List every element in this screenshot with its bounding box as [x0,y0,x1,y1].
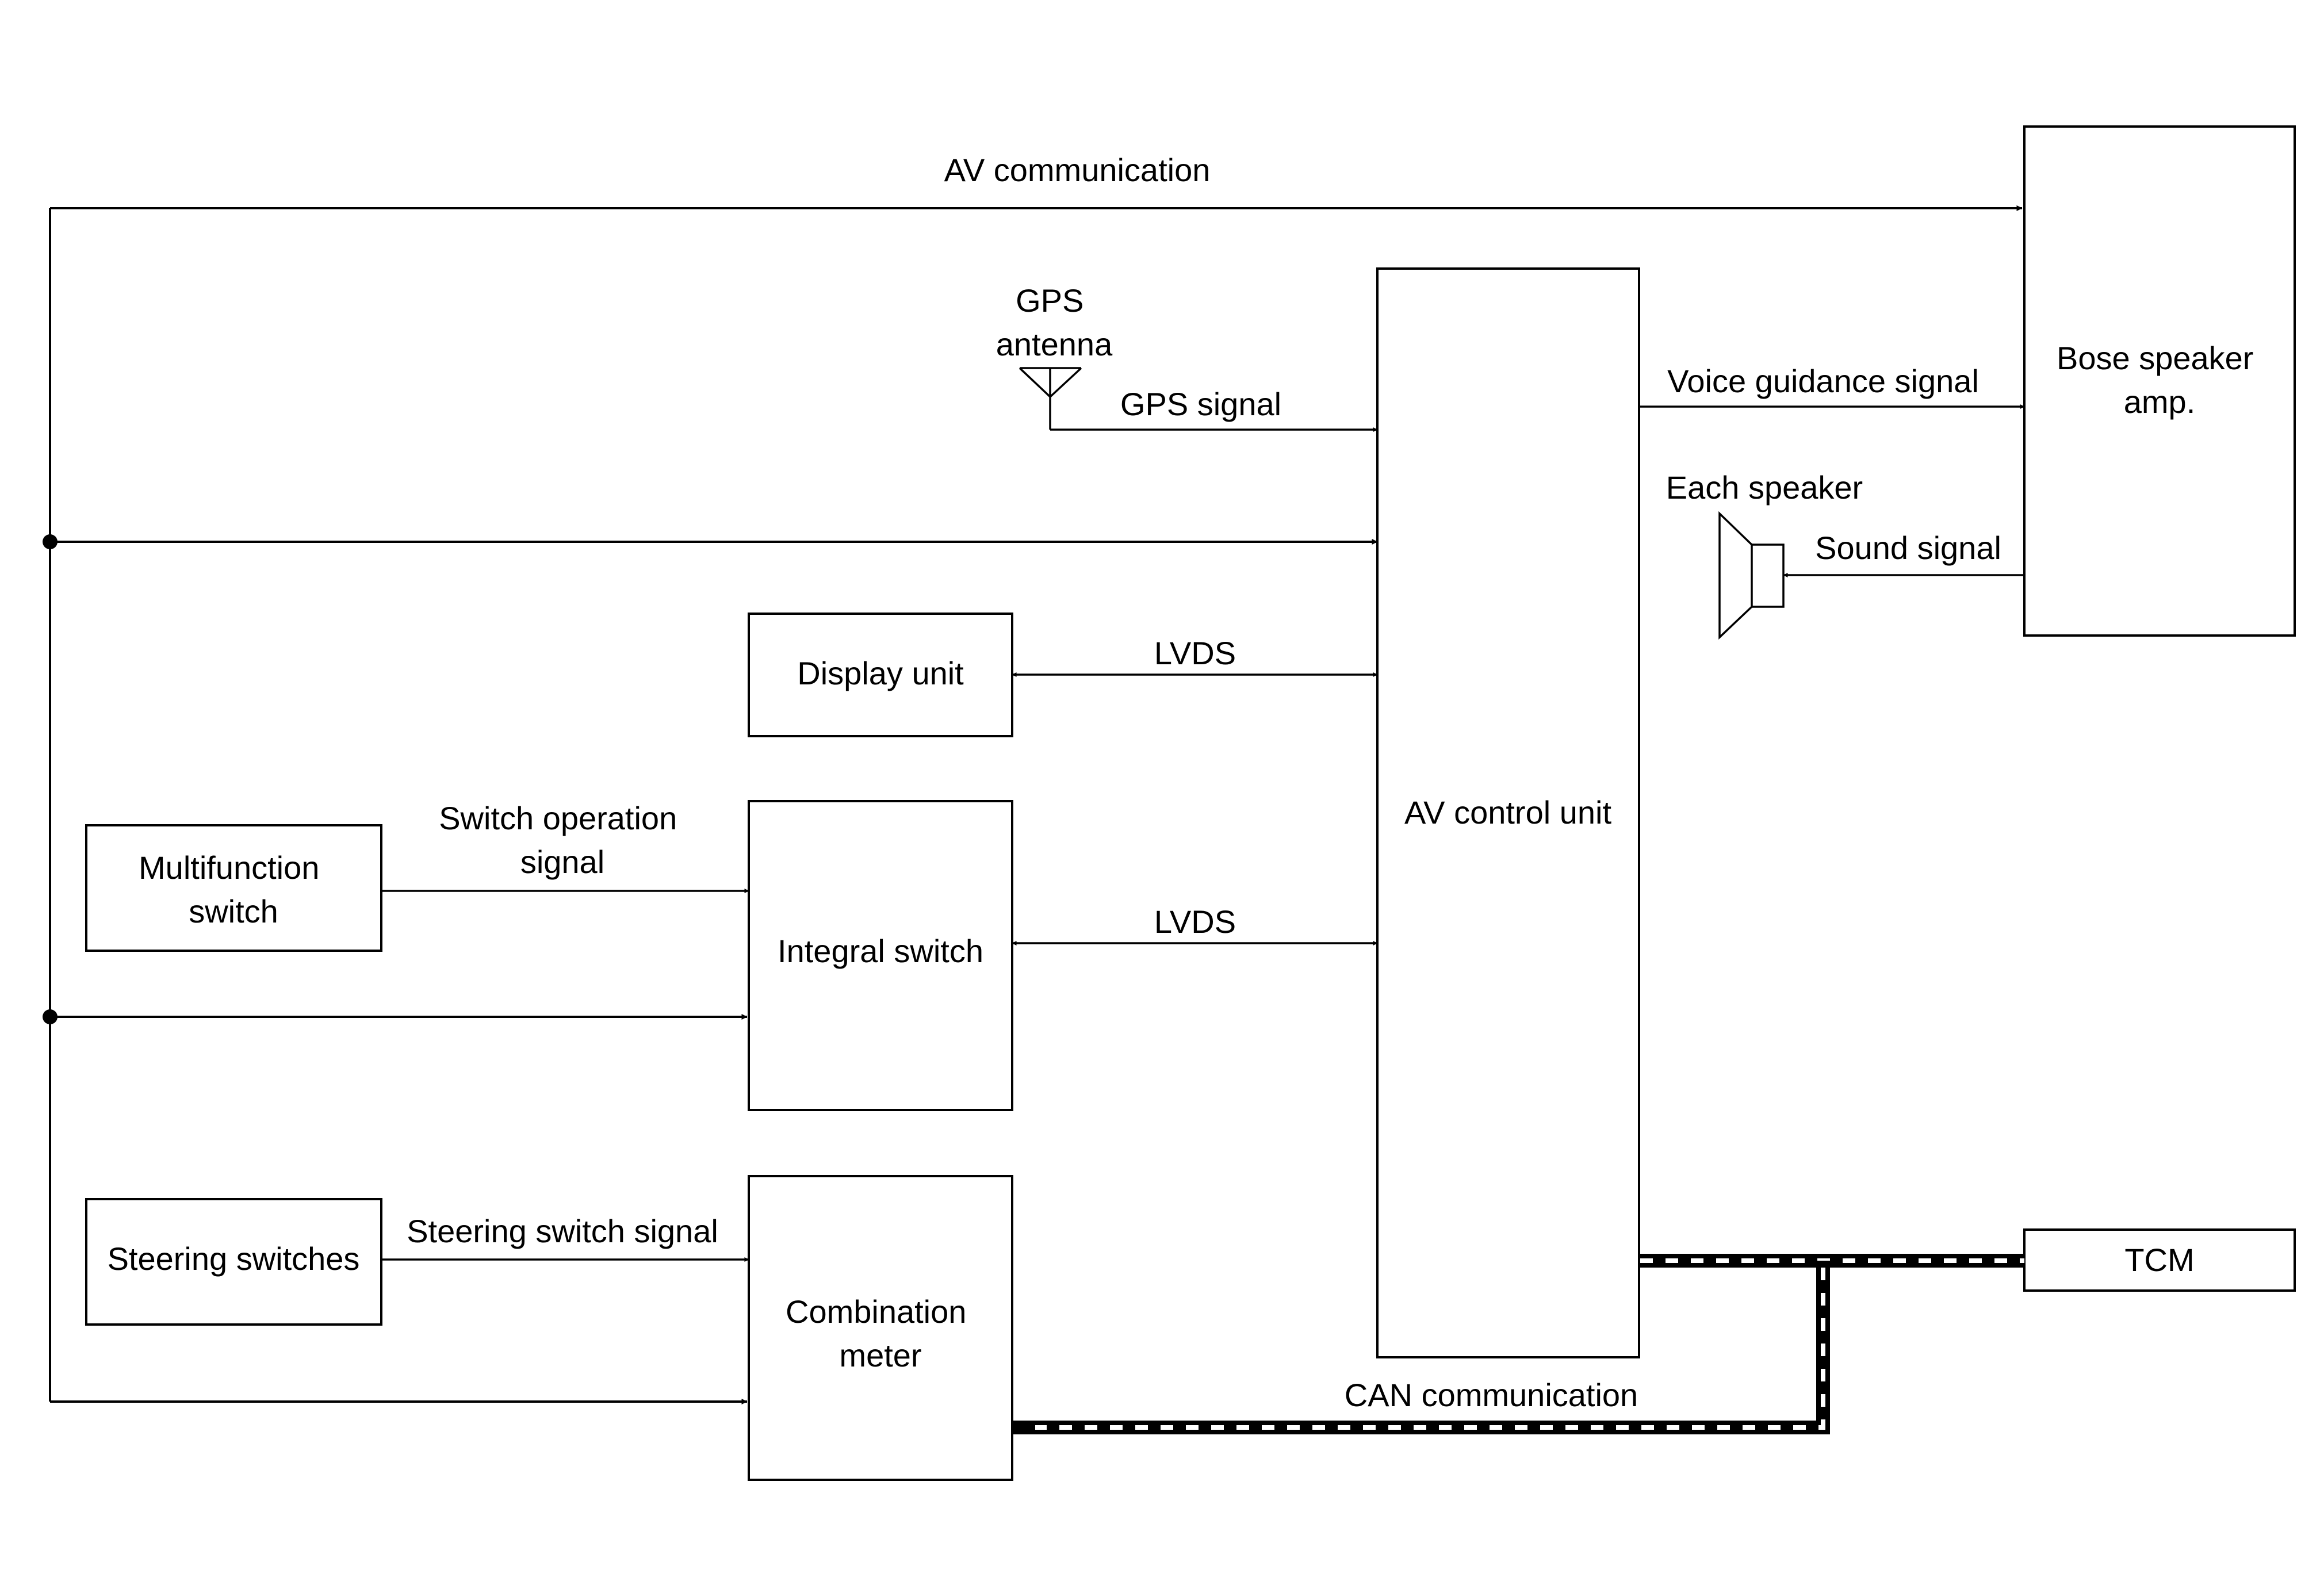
bose-amp-line1: Bose speaker [2057,340,2253,376]
multifunction-switch-line2: switch [189,893,278,929]
svg-text:Switch operation signal: Switch operation signal [439,800,686,880]
av-bus [43,205,2023,1404]
bose-amp-line2: amp. [2124,384,2196,420]
multifunction-switch-line1: Multifunction [139,849,319,886]
integral-switch-label: Integral switch [778,933,983,969]
sound-signal-label: Sound signal [1815,530,2001,566]
switch-operation-line1: Switch operation [439,800,677,836]
speaker-icon [1718,511,1785,640]
gps-antenna-line2: antenna [996,326,1113,362]
voice-guidance-label: Voice guidance signal [1667,363,1979,399]
combination-meter-block: Combination meter [748,1175,1013,1481]
steering-switches-label: Steering switches [108,1241,360,1277]
gps-antenna [1019,367,1378,432]
display-unit-block: Display unit [748,613,1013,737]
can-communication-label: CAN communication [1345,1377,1638,1413]
tcm-label: TCM [2124,1242,2194,1278]
svg-text:Multifunction switch: Multifunction switch [139,849,328,929]
svg-text:Combination meter: Combination meter [786,1293,975,1373]
av-control-unit-block: AV control unit [1376,267,1640,1358]
multifunction-switch-block: Multifunction switch [85,824,382,952]
lvds-integral-label: LVDS [1154,904,1236,940]
av-communication-label: AV communication [944,152,1211,188]
gps-signal-label: GPS signal [1120,386,1281,422]
can-bus [1013,1254,2025,1434]
steering-switches-block: Steering switches [85,1198,382,1326]
gps-antenna-line1: GPS [1016,282,1083,319]
each-speaker-label: Each speaker [1666,469,1863,506]
av-control-unit-label: AV control unit [1404,794,1611,830]
tcm-block: TCM [2023,1228,2296,1292]
display-unit-label: Display unit [797,655,964,691]
svg-text:Bose speaker amp.: Bose speaker amp. [2057,340,2262,420]
steering-switch-signal-label: Steering switch signal [407,1213,718,1249]
combination-meter-line2: meter [839,1337,921,1373]
svg-text:GPS antenna: GPS antenna [996,282,1113,362]
bose-speaker-amp-block: Bose speaker amp. [2023,125,2296,637]
lvds-display-label: LVDS [1154,635,1236,671]
integral-switch-block: Integral switch [748,800,1013,1111]
combination-meter-line1: Combination [786,1293,966,1330]
switch-operation-line2: signal [520,844,604,880]
